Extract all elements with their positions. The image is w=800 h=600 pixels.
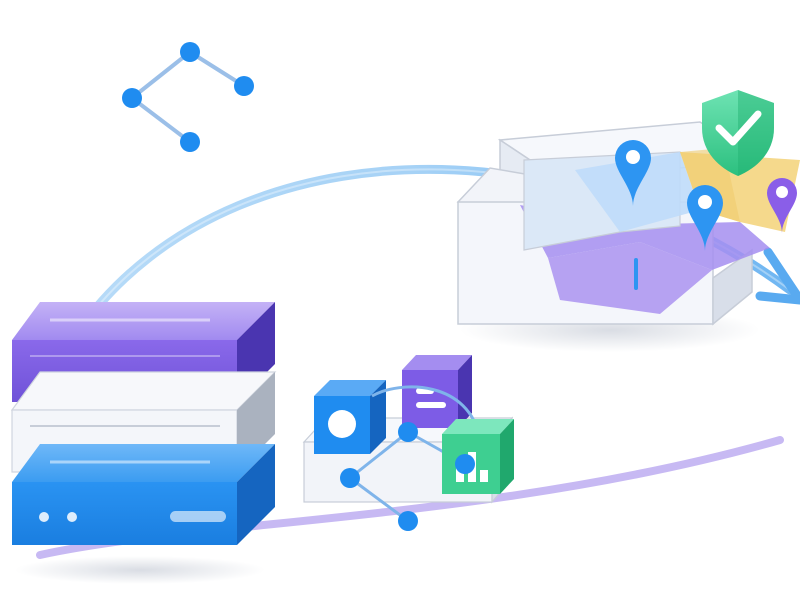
folded-map-icon: [456, 90, 800, 352]
app-cube-icon: [302, 355, 514, 531]
bar-chart-icon: [442, 419, 514, 494]
arc-arrow-icon: [755, 247, 800, 305]
location-pin-icon: [767, 178, 797, 233]
shield-check-icon: [702, 90, 774, 176]
location-pin-icon: [687, 185, 723, 251]
location-pin-icon: [615, 140, 651, 206]
server-stack-icon: [10, 302, 277, 584]
network-graph-icon: [122, 42, 254, 152]
